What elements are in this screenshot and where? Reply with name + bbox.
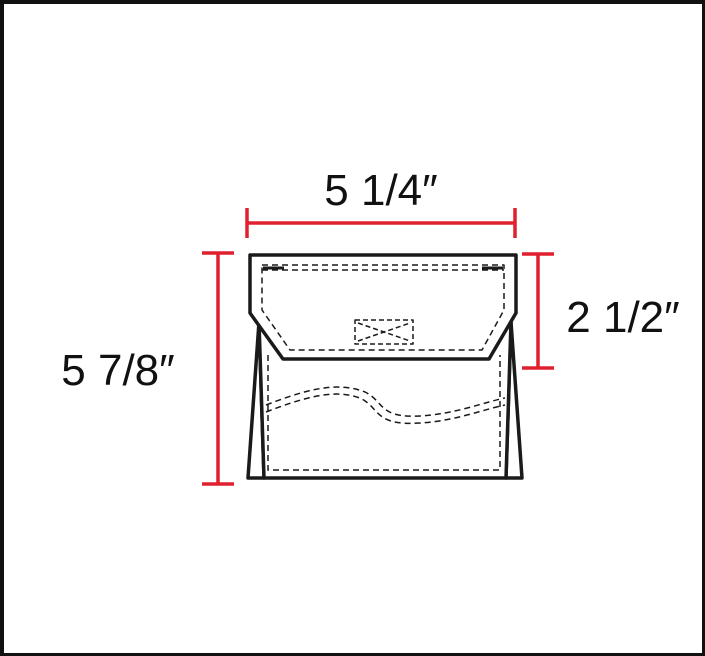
- width-label: 5 1/4″: [324, 166, 437, 215]
- height-label: 5 7/8″: [61, 346, 174, 395]
- flap-dimension: [522, 252, 554, 370]
- pouch-with-flap-icon: [246, 253, 524, 480]
- width-dimension: [245, 208, 517, 238]
- flap-label: 2 1/2″: [566, 293, 679, 342]
- height-dimension: [202, 251, 234, 486]
- velcro-closure: [354, 319, 414, 345]
